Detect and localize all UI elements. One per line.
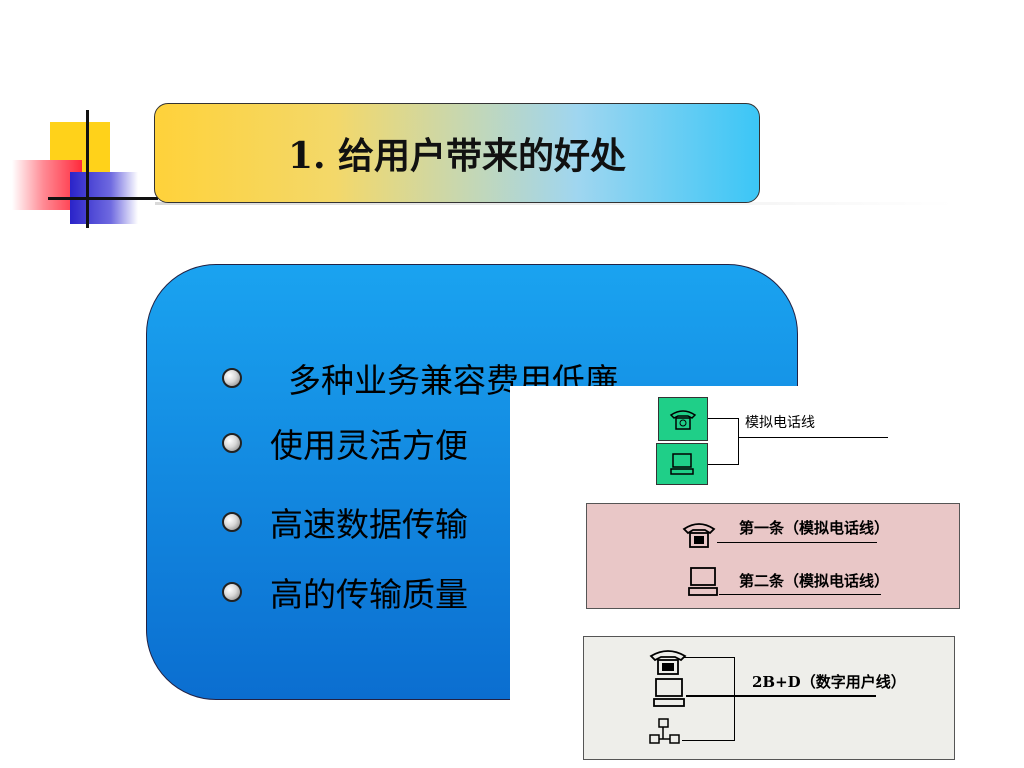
phone-box (658, 397, 708, 441)
bullet-item: 使用灵活方便 (222, 419, 468, 467)
second-line-label: 第二条（模拟电话线） (739, 572, 890, 590)
bullet-item: 高速数据传输 (222, 498, 468, 546)
second-line (719, 594, 881, 595)
logo-vertical-line (86, 110, 89, 228)
computer-terminal-icon (688, 567, 718, 596)
bullet-icon (222, 582, 242, 602)
connector-line (734, 657, 735, 741)
connector-line (738, 418, 739, 465)
isdn-diagram: 2B+D（数字用户线） (583, 636, 955, 760)
title-underline (155, 202, 955, 205)
bullet-icon (222, 368, 242, 388)
digital-line-label: 2B+D（数字用户线） (752, 673, 906, 691)
analog-line (738, 437, 888, 438)
first-line (717, 542, 877, 543)
bullet-text: 高的传输质量 (270, 575, 468, 614)
first-line-label: 第一条（模拟电话线） (739, 519, 890, 537)
connector-line (684, 657, 734, 658)
bullet-text: 使用灵活方便 (270, 426, 468, 465)
computer-box (656, 443, 708, 485)
bullet-item: 高的传输质量 (222, 568, 468, 616)
logo-horizontal-line (48, 197, 158, 200)
analog-line-label: 模拟电话线 (745, 415, 815, 431)
computer-terminal-icon (653, 678, 685, 707)
digital-line (686, 695, 876, 697)
slide-title: 1. 给用户带来的好处 (287, 135, 627, 177)
title-banner: 1. 给用户带来的好处 (154, 103, 760, 203)
telephone-icon (649, 650, 687, 675)
bullet-icon (222, 512, 242, 532)
telephone-icon (682, 523, 716, 548)
two-line-diagram: 第一条（模拟电话线） 第二条（模拟电话线） (586, 503, 960, 609)
bullet-text: 高速数据传输 (270, 505, 468, 544)
network-device-icon (649, 718, 680, 744)
connector-line (708, 418, 738, 419)
connector-line (708, 464, 738, 465)
computer-terminal-icon (670, 453, 694, 475)
telephone-icon (669, 410, 697, 430)
bullet-icon (222, 433, 242, 453)
connector-line (682, 740, 734, 741)
